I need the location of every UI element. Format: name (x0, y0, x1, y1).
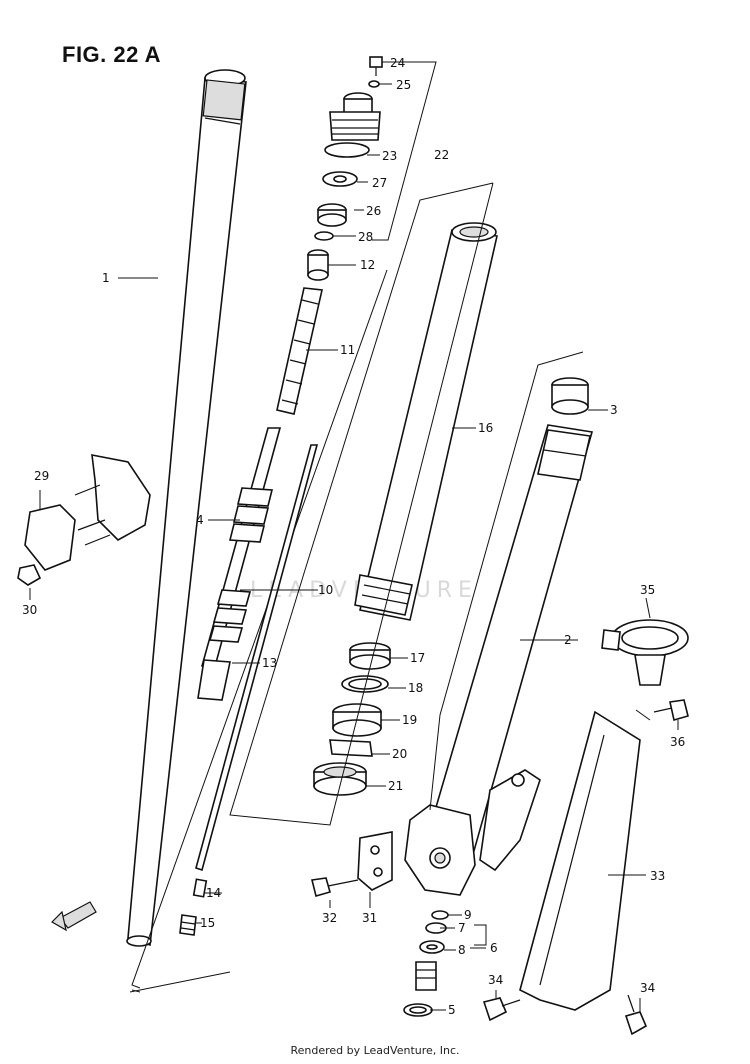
part-24-bolt[interactable] (369, 56, 383, 76)
figure-title: FIG. 22 A (62, 42, 162, 67)
callout-29: 29 (34, 469, 49, 483)
part-9-washer[interactable] (431, 910, 449, 920)
part-8-gasket[interactable] (419, 940, 445, 954)
callout-10: 10 (318, 583, 333, 597)
callout-22: 22 (434, 148, 449, 162)
part-21-dust-seal[interactable] (313, 762, 367, 796)
callout-11: 11 (340, 343, 355, 357)
part-31-axle-holder[interactable] (357, 831, 393, 891)
callout-7: 7 (458, 921, 466, 935)
part-19-oil-seal[interactable] (332, 703, 382, 737)
callout-28: 28 (358, 230, 373, 244)
callout-1: 1 (102, 271, 110, 285)
part-2-lower-tube[interactable] (420, 424, 594, 866)
callout-16: 16 (478, 421, 493, 435)
callout-36: 36 (670, 735, 685, 749)
part-4-damper-rod[interactable] (197, 427, 282, 701)
part-29-clamp-bracket[interactable] (24, 454, 151, 571)
callout-34-left: 34 (488, 973, 503, 987)
part-5-washer[interactable] (403, 1003, 433, 1017)
callout-13: 13 (262, 656, 277, 670)
part-15-spring-small[interactable] (179, 914, 197, 936)
part-20-stopper-ring[interactable] (329, 739, 373, 757)
forward-arrow-icon (51, 901, 97, 932)
part-32-bolt[interactable] (311, 877, 359, 897)
callout-24: 24 (390, 56, 405, 70)
callout-15: 15 (200, 916, 215, 930)
callout-23: 23 (382, 149, 397, 163)
part-28-ring[interactable] (314, 231, 334, 241)
part-34-bolt-left[interactable] (482, 997, 521, 1022)
callout-34-right: 34 (640, 981, 655, 995)
part-35-clamp[interactable] (601, 619, 689, 686)
part-6-bolt[interactable] (415, 961, 437, 991)
callout-27: 27 (372, 176, 387, 190)
part-11-spring[interactable] (276, 287, 323, 415)
callout-31: 31 (362, 911, 377, 925)
callout-14: 14 (206, 886, 221, 900)
callout-3: 3 (610, 403, 618, 417)
callout-17: 17 (410, 651, 425, 665)
callouts: 1 2 3 4 5 6 7 8 9 10 11 12 13 14 15 16 1… (22, 56, 685, 1017)
part-25-washer[interactable] (368, 80, 380, 88)
callout-4: 4 (196, 513, 204, 527)
callout-25: 25 (396, 78, 411, 92)
part-14-pin[interactable] (192, 878, 208, 898)
part-27-washer[interactable] (322, 171, 358, 187)
callout-33: 33 (650, 869, 665, 883)
callout-9: 9 (464, 908, 472, 922)
part-18-washer[interactable] (341, 675, 389, 693)
callout-6: 6 (490, 941, 498, 955)
part-3-cap[interactable] (551, 377, 589, 415)
footer-credit: Rendered by LeadVenture, Inc. (290, 1044, 460, 1057)
callout-5: 5 (448, 1003, 456, 1017)
part-23-o-ring[interactable] (324, 142, 370, 158)
part-2-axle-bracket[interactable] (404, 769, 541, 896)
callout-8: 8 (458, 943, 466, 957)
part-36-bolt[interactable] (653, 699, 689, 722)
callout-20: 20 (392, 747, 407, 761)
part-17-bushing[interactable] (349, 642, 391, 670)
part-26-spacer[interactable] (317, 203, 347, 227)
leader-lines (29, 61, 679, 1012)
callout-18: 18 (408, 681, 423, 695)
callout-19: 19 (402, 713, 417, 727)
part-30-nut[interactable] (17, 564, 42, 586)
part-16-outer-tube[interactable] (354, 222, 498, 621)
callout-21: 21 (388, 779, 403, 793)
part-33-fork-guard[interactable] (519, 710, 641, 1011)
callout-26: 26 (366, 204, 381, 218)
part-13-rod[interactable] (195, 444, 319, 872)
callout-35: 35 (640, 583, 655, 597)
part-12-collar[interactable] (307, 249, 329, 281)
callout-2: 2 (564, 633, 572, 647)
callout-32: 32 (322, 911, 337, 925)
part-22-top-cap[interactable] (329, 92, 381, 141)
callout-30: 30 (22, 603, 37, 617)
part-1-inner-tube[interactable] (126, 69, 247, 947)
callout-12: 12 (360, 258, 375, 272)
part-10-outer-frame-line (131, 269, 388, 989)
part-34-bolt-right[interactable] (624, 994, 648, 1036)
